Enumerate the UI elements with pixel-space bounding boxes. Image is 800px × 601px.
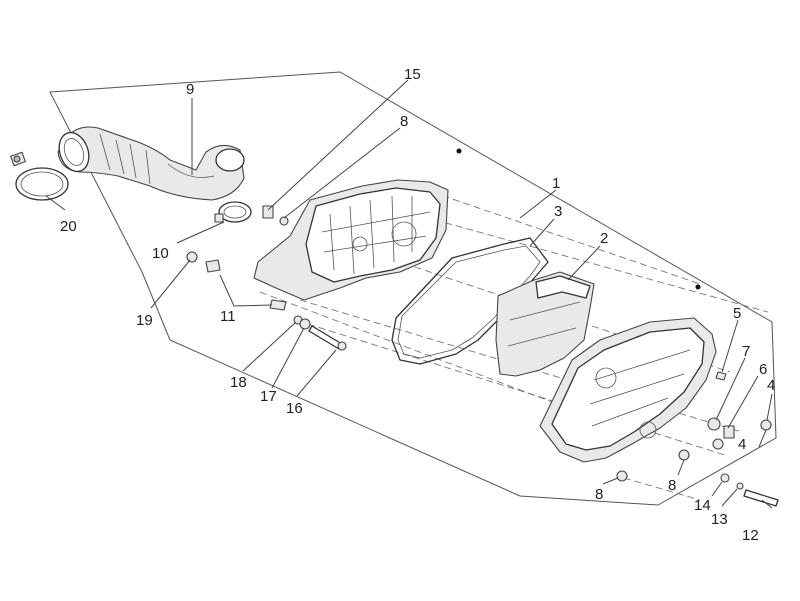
leader-lines (45, 79, 773, 509)
callout-4-lower: 4 (738, 436, 746, 453)
callout-17: 17 (260, 388, 277, 405)
air-filter-box-part (253, 179, 449, 301)
callout-1: 1 (552, 175, 560, 192)
intake-duct-part (57, 126, 245, 201)
callout-4-upper: 4 (767, 377, 775, 394)
callout-2: 2 (600, 230, 608, 247)
callout-10: 10 (152, 245, 169, 262)
callout-11: 11 (220, 308, 236, 325)
callout-8-right: 8 (668, 477, 676, 494)
reference-dot-box (456, 148, 462, 154)
callout-20: 20 (60, 218, 77, 235)
grommet-part (186, 251, 198, 263)
callout-6: 6 (759, 361, 767, 378)
cover-part (539, 317, 717, 463)
hose-clamp-part (10, 151, 69, 201)
filter-element-part (495, 271, 595, 377)
clamp-part (214, 201, 252, 223)
callout-15: 15 (404, 66, 421, 83)
reference-dot-cover (695, 284, 701, 290)
callout-labels: 1 2 3 4 4 5 6 7 8 8 8 9 10 11 12 13 14 1… (60, 66, 775, 544)
assembly-boundary (49, 71, 777, 506)
callout-16: 16 (286, 400, 303, 417)
callout-7: 7 (742, 343, 750, 360)
callout-12: 12 (742, 527, 759, 544)
callout-8-mid: 8 (595, 486, 603, 503)
callout-18: 18 (230, 374, 247, 391)
callout-14: 14 (694, 497, 711, 514)
callout-9: 9 (186, 81, 194, 98)
cover-fasteners (616, 371, 779, 507)
callout-3: 3 (554, 203, 562, 220)
nut-part-upper (279, 216, 289, 226)
screw-part-left (205, 259, 221, 273)
callout-19: 19 (136, 312, 153, 329)
clip-part (262, 205, 274, 219)
callout-5: 5 (733, 305, 741, 322)
callout-13: 13 (711, 511, 728, 528)
callout-8-top: 8 (400, 113, 408, 130)
screw-part-right (269, 299, 287, 311)
